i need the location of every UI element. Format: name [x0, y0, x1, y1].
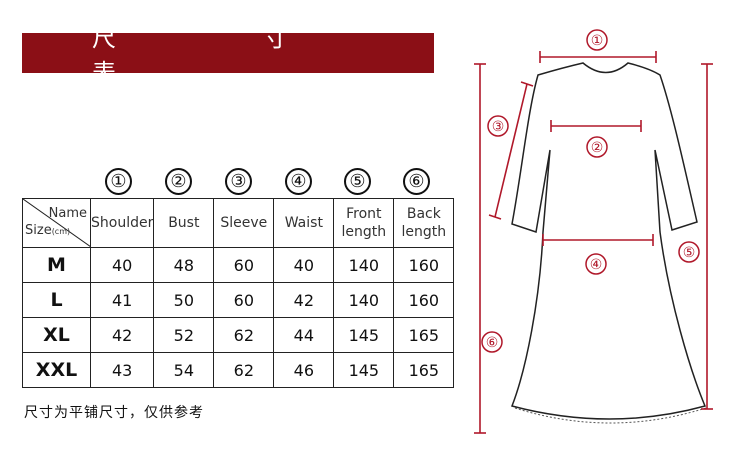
bust-marker: ②	[591, 140, 604, 156]
column-number-6: ⑥	[403, 168, 430, 195]
corner-header-cell: Name Size(cm)	[22, 198, 91, 248]
value-cell: 54	[153, 352, 215, 388]
sleeve-marker: ③	[492, 119, 505, 135]
value-cell: 145	[333, 352, 395, 388]
corner-size-label: Size(cm)	[25, 223, 71, 238]
value-cell: 160	[393, 282, 455, 318]
shoulder-marker: ①	[591, 33, 604, 49]
size-cell: L	[22, 282, 91, 318]
header-bust: Bust	[153, 198, 215, 248]
size-table: Name Size(cm) Shoulder Bust Sleeve Waist…	[22, 198, 455, 388]
value-cell: 60	[213, 282, 275, 318]
value-cell: 41	[89, 282, 155, 318]
value-cell: 165	[393, 317, 455, 353]
banner-title: 尺 寸 表	[92, 24, 358, 87]
value-cell: 42	[89, 317, 155, 353]
column-number-3: ③	[225, 168, 252, 195]
value-cell: 48	[153, 247, 215, 283]
value-cell: 40	[89, 247, 155, 283]
table-row: XL 42 52 62 44 145 165	[22, 317, 455, 353]
title-banner: 尺 寸 表	[22, 24, 434, 87]
waist-marker: ④	[590, 257, 603, 273]
dress-outline	[510, 62, 707, 420]
value-cell: 46	[273, 352, 335, 388]
corner-name-label: Name	[48, 206, 87, 221]
column-number-2: ②	[165, 168, 192, 195]
table-row: XXL 43 54 62 46 145 165	[22, 352, 455, 388]
measurement-note: 尺寸为平铺尺寸，仅供参考	[24, 405, 204, 421]
value-cell: 43	[89, 352, 155, 388]
value-cell: 165	[393, 352, 455, 388]
value-cell: 140	[333, 247, 395, 283]
value-cell: 140	[333, 282, 395, 318]
column-number-4: ④	[285, 168, 312, 195]
value-cell: 44	[273, 317, 335, 353]
value-cell: 160	[393, 247, 455, 283]
back-length-marker: ⑥	[486, 335, 499, 351]
header-waist: Waist	[273, 198, 335, 248]
size-cell: XXL	[22, 352, 91, 388]
column-number-5: ⑤	[344, 168, 371, 195]
value-cell: 60	[213, 247, 275, 283]
value-cell: 62	[213, 317, 275, 353]
value-cell: 62	[213, 352, 275, 388]
diagonal-divider	[23, 199, 91, 247]
header-shoulder: Shoulder	[89, 198, 155, 248]
front-length-marker: ⑤	[683, 245, 696, 261]
size-cell: XL	[22, 317, 91, 353]
value-cell: 50	[153, 282, 215, 318]
value-cell: 42	[273, 282, 335, 318]
sleeve-line	[494, 83, 528, 218]
value-cell: 40	[273, 247, 335, 283]
column-number-1: ①	[105, 168, 132, 195]
header-sleeve: Sleeve	[213, 198, 275, 248]
dress-hem-back	[514, 407, 707, 424]
value-cell: 145	[333, 317, 395, 353]
value-cell: 52	[153, 317, 215, 353]
table-row: M 40 48 60 40 140 160	[22, 247, 455, 283]
table-header-row: Name Size(cm) Shoulder Bust Sleeve Waist…	[22, 198, 455, 248]
size-cell: M	[22, 247, 91, 283]
table-row: L 41 50 60 42 140 160	[22, 282, 455, 318]
dress-diagram: ① ② ③ ④ ⑤ ⑥	[474, 29, 713, 434]
